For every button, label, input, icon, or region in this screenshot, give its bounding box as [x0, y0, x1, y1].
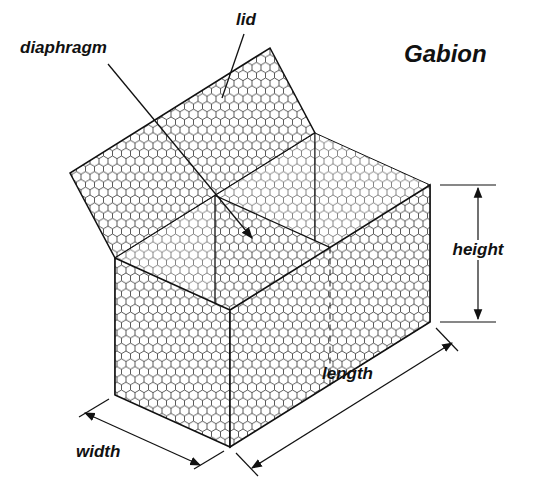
extension-line: [440, 184, 496, 185]
dimension-label: height: [451, 240, 506, 260]
dimension-label: width: [76, 442, 120, 462]
extension-line: [194, 451, 224, 469]
leader-line: [108, 64, 252, 238]
dimension-label: length: [322, 364, 373, 384]
figure-title: Gabion: [404, 40, 487, 68]
dimension-arrow: [252, 343, 452, 468]
leader-line: [222, 34, 244, 98]
extension-line: [236, 453, 258, 476]
part-label: diaphragm: [20, 38, 107, 58]
extension-line: [79, 399, 109, 417]
part-label: lid: [236, 10, 256, 30]
extension-line: [440, 321, 496, 322]
extension-line: [436, 328, 458, 351]
front-faces: [115, 185, 430, 447]
